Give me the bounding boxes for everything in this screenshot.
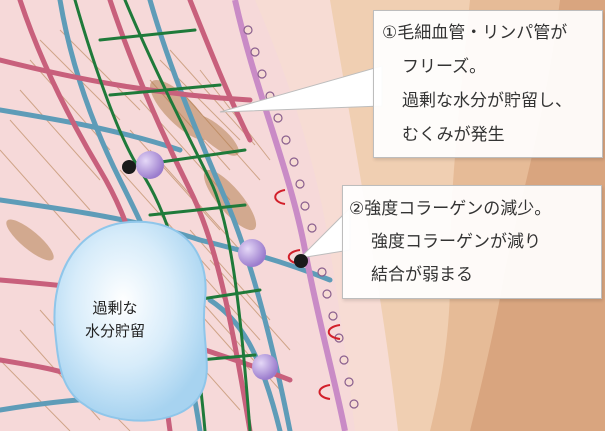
water-cell-label-line: 過剰な <box>60 299 170 317</box>
callout-2-line: ②強度コラーゲンの減少。 <box>349 199 551 219</box>
pointer-dot-2 <box>294 254 308 268</box>
callout-2-line: 結合が弱まる <box>371 265 473 285</box>
pointer-dot-1 <box>122 160 136 174</box>
callout-collagen-decrease: ②強度コラーゲンの減少。 強度コラーゲンが減り 結合が弱まる <box>342 185 602 299</box>
callout-2-line: 強度コラーゲンが減り <box>371 232 541 252</box>
callout-1-line: ①毛細血管・リンパ管が <box>382 23 567 43</box>
callout-1-line: 過剰な水分が貯留し、 <box>402 91 572 111</box>
callout-1-line: むくみが発生 <box>402 125 505 145</box>
water-cell-label-line: 水分貯留 <box>60 322 170 340</box>
callout-capillary-lymph: ①毛細血管・リンパ管が フリーズ。 過剰な水分が貯留し、 むくみが発生 <box>373 10 603 158</box>
callout-1-line: フリーズ。 <box>402 57 486 77</box>
